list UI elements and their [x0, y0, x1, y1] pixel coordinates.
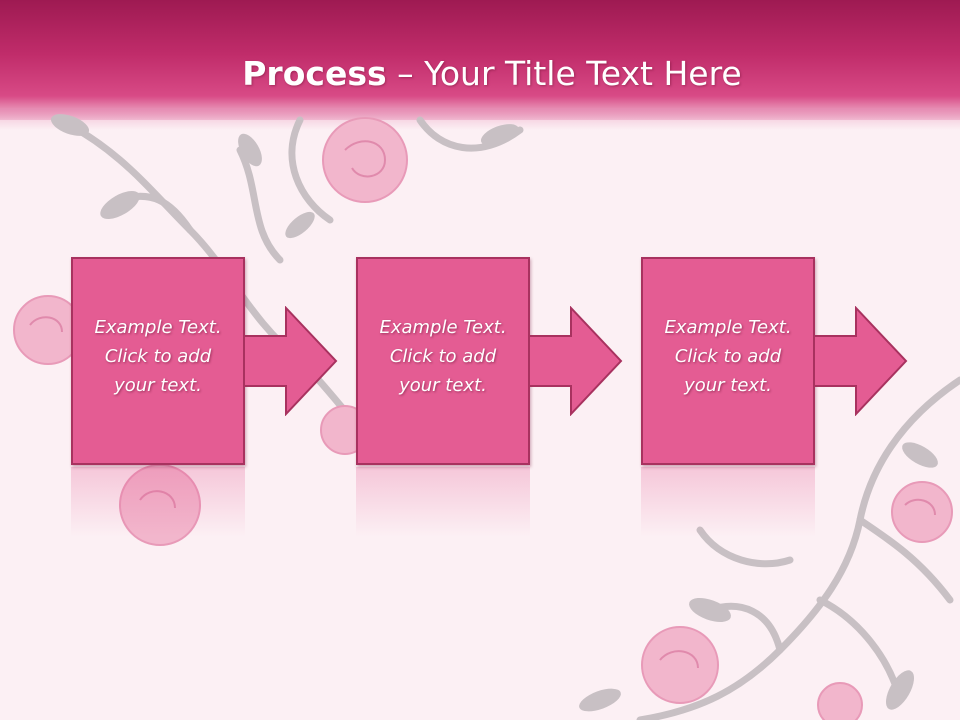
right-arrow-icon[interactable] [244, 306, 340, 416]
step-line: Click to add [389, 346, 497, 367]
right-arrow-icon[interactable] [529, 306, 625, 416]
step-line: Click to add [674, 346, 782, 367]
step-reflection [71, 467, 245, 537]
process-step-2[interactable]: Example Text. Click to add your text. [356, 257, 530, 465]
step-reflection [356, 467, 530, 537]
step-line: your text. [399, 375, 487, 396]
process-step-3[interactable]: Example Text. Click to add your text. [641, 257, 815, 465]
step-reflection [641, 467, 815, 537]
step-line: Example Text. [664, 317, 792, 338]
title-banner [0, 0, 960, 120]
step-line: Click to add [104, 346, 212, 367]
step-line: your text. [114, 375, 202, 396]
banner-fade [0, 108, 960, 130]
step-line: Example Text. [379, 317, 507, 338]
step-text[interactable]: Example Text. Click to add your text. [73, 313, 243, 400]
step-text[interactable]: Example Text. Click to add your text. [643, 313, 813, 400]
right-arrow-icon[interactable] [814, 306, 910, 416]
slide-title[interactable]: Process – Your Title Text Here [0, 52, 960, 96]
step-text[interactable]: Example Text. Click to add your text. [358, 313, 528, 400]
step-line: your text. [684, 375, 772, 396]
title-rest: – Your Title Text Here [386, 54, 742, 93]
title-bold: Process [242, 54, 387, 93]
process-step-1[interactable]: Example Text. Click to add your text. [71, 257, 245, 465]
step-line: Example Text. [94, 317, 222, 338]
